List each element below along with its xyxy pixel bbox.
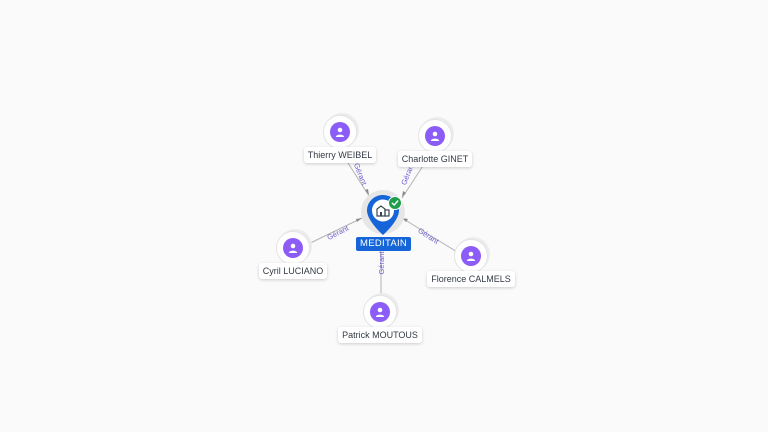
- person-icon: [461, 246, 481, 266]
- person-name[interactable]: Patrick MOUTOUS: [338, 327, 422, 343]
- person-node-florence-calmels[interactable]: Florence CALMELS: [427, 239, 515, 287]
- arrow-cyril-luciano: [356, 218, 362, 222]
- edge-cyril-luciano: [299, 217, 363, 249]
- avatar[interactable]: [323, 115, 357, 149]
- person-node-patrick-moutous[interactable]: Patrick MOUTOUS: [338, 295, 422, 343]
- arrow-charlotte-ginet: [402, 191, 406, 197]
- avatar[interactable]: [276, 231, 310, 265]
- avatar[interactable]: [454, 239, 488, 273]
- avatar[interactable]: [363, 295, 397, 329]
- person-icon: [425, 126, 445, 146]
- company-node[interactable]: MEDITAIN: [356, 190, 412, 254]
- company-name[interactable]: MEDITAIN: [356, 237, 412, 251]
- edge-label-florence-calmels: Gérant: [416, 226, 441, 247]
- person-node-cyril-luciano[interactable]: Cyril LUCIANO: [258, 231, 328, 279]
- avatar[interactable]: [418, 119, 452, 153]
- arrow-thierry-weibel: [365, 189, 369, 195]
- building-icon: [376, 205, 390, 217]
- person-icon: [370, 302, 390, 322]
- check-icon: [388, 196, 402, 210]
- edge-label-thierry-weibel: Gérant: [352, 162, 369, 187]
- person-name[interactable]: Charlotte GINET: [397, 151, 473, 167]
- person-name[interactable]: Thierry WEIBEL: [303, 147, 377, 163]
- edge-label-cyril-luciano: Gérant: [326, 223, 351, 242]
- person-name[interactable]: Florence CALMELS: [427, 271, 515, 287]
- person-node-charlotte-ginet[interactable]: Charlotte GINET: [397, 119, 473, 167]
- edge-label-patrick-moutous: Gérant: [377, 251, 386, 275]
- person-node-thierry-weibel[interactable]: Thierry WEIBEL: [303, 115, 377, 163]
- person-name[interactable]: Cyril LUCIANO: [258, 263, 328, 279]
- person-icon: [283, 238, 303, 258]
- edge-florence-calmels: [401, 217, 463, 256]
- person-icon: [330, 122, 350, 142]
